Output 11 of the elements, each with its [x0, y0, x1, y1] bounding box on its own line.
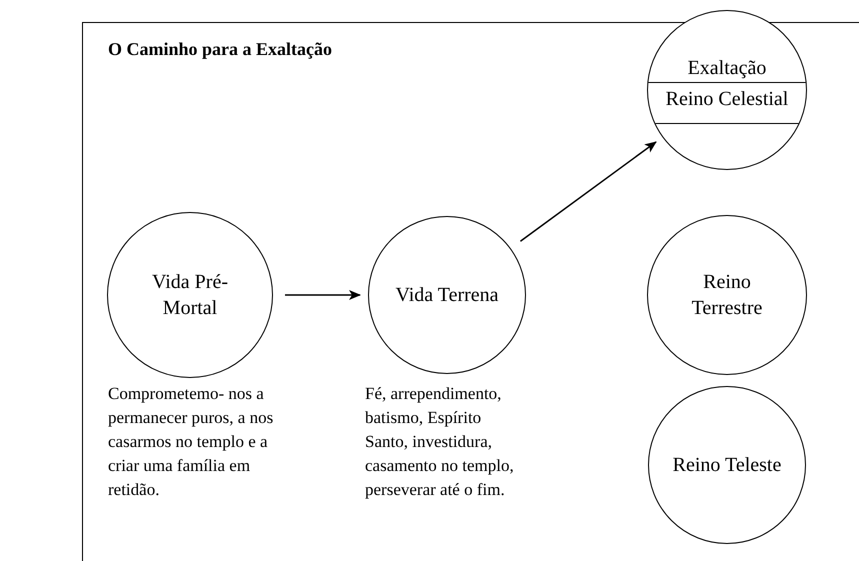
arrow: [285, 290, 361, 300]
description-text: Fé, arrependimento, batismo, Espírito Santo, investidura, casamento no templo, perseverar até o fim.: [365, 383, 515, 501]
circle-label: Vida Pré-Mortal: [151, 270, 229, 321]
circle-label: Vida Terrena: [394, 283, 500, 308]
description-text: Comprometemo- nos a permanecer puros, a nos casarmos no templo e a criar uma família em retidão.: [108, 383, 274, 501]
diagram-title: O Caminho para a Exaltação: [108, 38, 332, 61]
circle-label: Reino Terrestre: [690, 270, 764, 321]
circle-label: Exaltação: [686, 56, 768, 80]
circle-label: Reino Teleste: [672, 453, 782, 478]
circle-label: Reino Celestial: [664, 87, 790, 111]
arrow: [520, 141, 657, 242]
